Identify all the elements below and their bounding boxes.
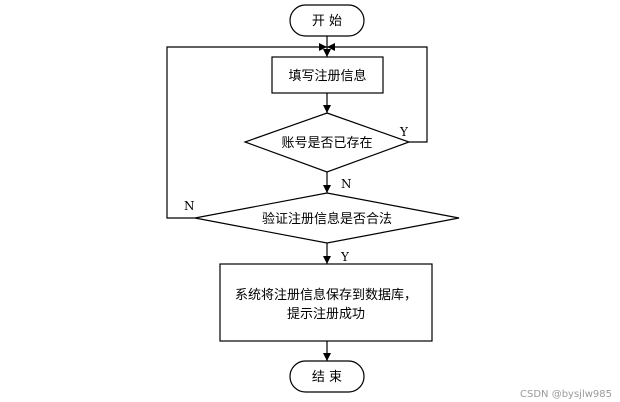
watermark-text: CSDN @bysjlw985 <box>520 389 612 400</box>
save-process: 系统将注册信息保存到数据库， 提示注册成功 <box>219 263 433 342</box>
validate-decision: 验证注册信息是否合法 <box>194 192 460 244</box>
edge-validate-yes-to-save <box>323 243 331 264</box>
edge-fill-to-check <box>323 93 331 113</box>
validate-no-label: N <box>184 199 195 213</box>
fill-info-process: 填写注册信息 <box>271 56 384 94</box>
account-exists-decision: 账号是否已存在 <box>243 112 411 173</box>
account-check-label: 账号是否已存在 <box>281 136 372 151</box>
check-no-label: N <box>341 177 352 191</box>
edge-check-no-to-validate <box>323 172 331 193</box>
arrowhead-down <box>323 185 331 193</box>
start-label: 开 始 <box>312 14 342 29</box>
arrowhead-down <box>323 353 331 361</box>
end-label: 结 束 <box>312 370 342 385</box>
start-node: 开 始 <box>289 4 365 37</box>
save-label-line-1: 系统将注册信息保存到数据库， <box>235 287 417 303</box>
arrowhead-down <box>323 49 331 57</box>
arrowhead-down <box>323 105 331 113</box>
check-yes-label: Y <box>399 125 409 139</box>
validate-yes-label: Y <box>340 250 350 264</box>
arrowhead-right <box>319 43 327 51</box>
arrowhead-down <box>323 256 331 264</box>
fill-info-label: 填写注册信息 <box>288 68 366 84</box>
edge-validate-no-loop <box>166 43 327 219</box>
end-node: 结 束 <box>289 360 365 393</box>
edge-save-to-end <box>323 341 331 361</box>
arrowhead-left <box>327 43 335 51</box>
edge-check-yes-loop <box>327 43 428 143</box>
validate-label: 验证注册信息是否合法 <box>262 211 392 227</box>
save-label-line-2: 提示注册成功 <box>287 306 365 322</box>
